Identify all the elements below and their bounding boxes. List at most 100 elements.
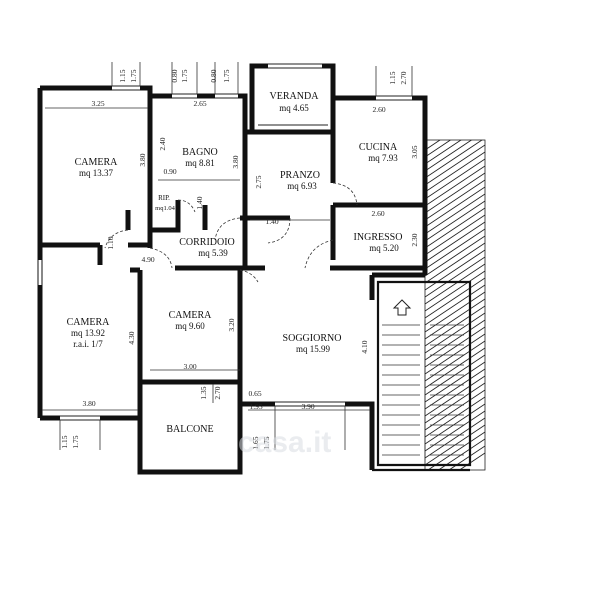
dim-label: 3.00: [183, 362, 196, 371]
dim-label: 2.75: [254, 175, 263, 188]
dim-label: 4.90: [141, 255, 154, 264]
entrance-arrow-icon: [392, 299, 412, 316]
hatch-line: [425, 375, 485, 417]
hatch-line: [425, 333, 485, 375]
dimension-labels: 1.15 1.75 0.80 1.75 0.80 1.75 1.15 2.70 …: [60, 69, 419, 449]
dim-label: 1.40: [195, 196, 204, 209]
room-bagno-name: BAGNO: [182, 147, 218, 158]
hatch-line: [425, 140, 462, 165]
hatch-line: [425, 249, 485, 291]
hatch-line: [425, 256, 485, 298]
hatch-line: [425, 326, 485, 368]
hatch-line: [437, 438, 485, 470]
room-camera3-name: CAMERA: [169, 310, 213, 321]
room-soggiorno-area: mq 15.99: [296, 344, 331, 354]
dim-label: 0.65: [248, 389, 261, 398]
room-camera2-note: r.a.i. 1/7: [73, 339, 103, 349]
dim-label: 1.75: [129, 69, 138, 82]
hatch-line: [425, 214, 485, 256]
hatch-line: [425, 179, 485, 221]
dim-label: 4.30: [127, 331, 136, 344]
dim-label: 2.70: [399, 71, 408, 84]
room-cucina-area: mq 7.93: [368, 153, 398, 163]
dim-label: 1.15: [388, 71, 397, 84]
hatch-line: [425, 396, 485, 438]
hatch-line: [425, 140, 473, 172]
room-labels: VERANDA mq 4.65 BAGNO mq 8.81 CAMERA mq …: [67, 91, 403, 435]
hatch-line: [458, 452, 485, 470]
room-soggiorno-name: SOGGIORNO: [283, 333, 342, 344]
dim-label: 3.80: [138, 153, 147, 166]
dim-label: 3.25: [91, 99, 104, 108]
room-camera3-area: mq 9.60: [175, 321, 205, 331]
dim-label: 2.60: [371, 209, 384, 218]
hatch-line: [425, 235, 485, 277]
room-cucina-name: CUCINA: [359, 142, 398, 153]
dim-label: 3.80: [82, 399, 95, 408]
hatch-line: [425, 382, 485, 424]
dim-label: 1.75: [180, 69, 189, 82]
hatch-line: [425, 417, 485, 459]
hatch-line: [425, 140, 452, 158]
hatch-line: [425, 340, 485, 382]
hatch-line: [425, 151, 485, 193]
dim-label: 1.40: [265, 217, 278, 226]
hatch-line: [425, 305, 485, 347]
dim-label: 2.30: [410, 233, 419, 246]
hatch-line: [425, 193, 485, 235]
windows: [38, 64, 412, 420]
room-bagno-area: mq 8.81: [185, 158, 215, 168]
dim-label: 3.05: [410, 145, 419, 158]
room-camera1-area: mq 13.37: [79, 168, 114, 178]
dim-label: 2.65: [193, 99, 206, 108]
hatch-line: [425, 319, 485, 361]
room-veranda-area: mq 4.65: [279, 103, 309, 113]
room-balcone-name: BALCONE: [166, 424, 213, 435]
hatch-line: [425, 347, 485, 389]
hatch-line: [425, 200, 485, 242]
hatch-line: [425, 172, 485, 214]
room-camera2-area: mq 13.92: [71, 328, 105, 338]
hatch-line: [425, 228, 485, 270]
dim-label: 1.10: [106, 236, 115, 249]
dim-label: 3.20: [227, 318, 236, 331]
dim-label: 4.10: [360, 340, 369, 353]
dimension-lines: [42, 62, 413, 450]
hatch-line: [425, 186, 485, 228]
hatch-line: [425, 207, 485, 249]
room-ingresso-area: mq 5.20: [369, 243, 399, 253]
room-rip-area: mq1.04: [155, 205, 175, 212]
room-corridoio-area: mq 5.39: [198, 248, 228, 258]
dim-label: 2.40: [158, 137, 167, 150]
hatch-line: [425, 389, 485, 431]
hatch-line: [425, 263, 485, 305]
hatch-line: [425, 410, 485, 452]
dim-label: 1.65: [251, 436, 260, 449]
hatch-line: [425, 298, 485, 340]
dim-label: 3.90: [301, 402, 314, 411]
hatch-line: [425, 368, 485, 410]
watermark: casa.it: [238, 426, 331, 459]
door-swings: [104, 182, 358, 283]
external-hatch: [424, 139, 486, 471]
hatch-line: [425, 165, 485, 207]
dim-label: 1.95: [249, 402, 262, 411]
room-pranzo-area: mq 6.93: [287, 181, 317, 191]
hatch-line: [425, 312, 485, 354]
hatch-line: [425, 140, 483, 179]
room-camera1-name: CAMERA: [75, 157, 119, 168]
dim-label: 3.80: [231, 155, 240, 168]
hatch-line: [425, 158, 485, 200]
hatch-line: [425, 403, 485, 445]
hatch-line: [425, 270, 485, 312]
interior-walls: [40, 96, 425, 382]
hatch-line: [425, 140, 441, 151]
hatch-line: [425, 221, 485, 263]
dim-label: 1.35: [199, 386, 208, 399]
window-frames: [60, 63, 412, 421]
dim-label: 0.80: [170, 69, 179, 82]
dim-label: 0.80: [209, 69, 218, 82]
dim-label: 2.70: [213, 386, 222, 399]
